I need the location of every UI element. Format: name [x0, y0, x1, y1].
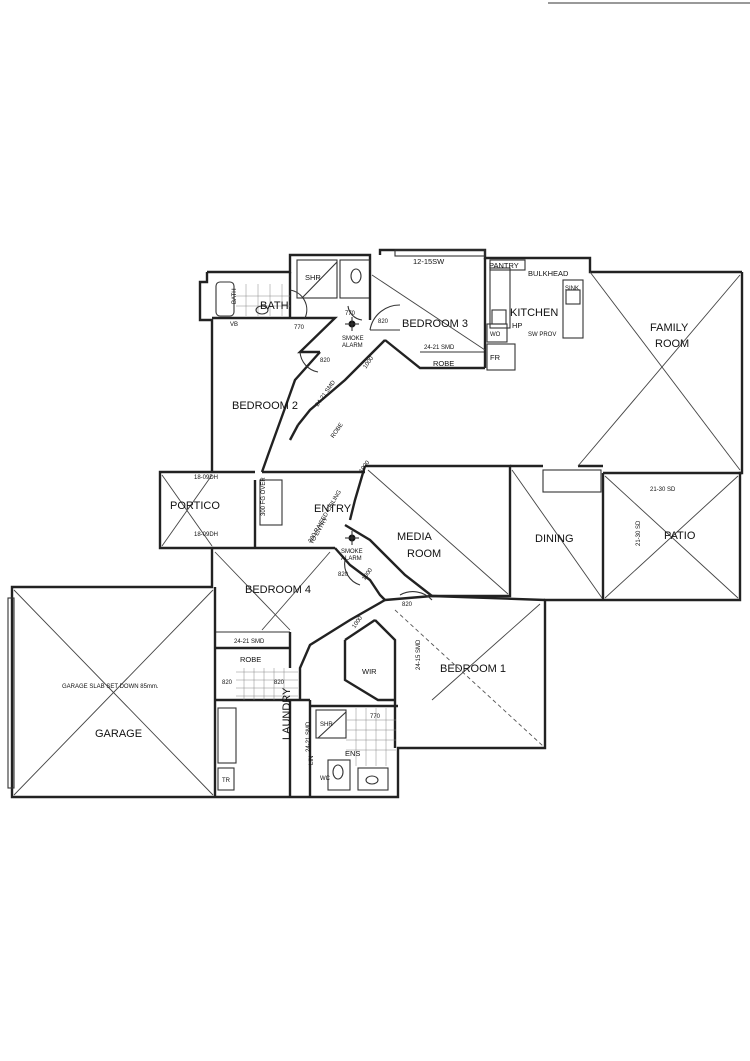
- hall-robe-label: ROBE: [330, 422, 345, 439]
- door-820-laundry-1: 820: [222, 680, 233, 686]
- smoke-alarm-1-text-1: SMOKE: [342, 336, 364, 342]
- tr-label: TR: [222, 778, 231, 784]
- room-diagonals: [13, 271, 741, 796]
- door-770-wc: 770: [345, 311, 356, 317]
- smoke-alarm-2-text-2: ALARM: [341, 556, 362, 562]
- hot-plate: [491, 309, 507, 325]
- smoke-alarm-icon: [345, 531, 359, 545]
- patio-label: PATIO: [664, 530, 696, 542]
- ens-toilet: [332, 764, 344, 780]
- hp-label: HP: [512, 321, 522, 330]
- door-770-bath: 770: [294, 325, 305, 331]
- door-1000-hall: 1000: [363, 355, 376, 370]
- ens-basin: [365, 775, 379, 785]
- b3-robe-door-label: 24-21 SMD: [424, 345, 455, 351]
- bulkhead-label: BULKHEAD: [528, 269, 569, 278]
- smoke-alarm-icon: [345, 317, 359, 331]
- pantry-label: PANTRY: [489, 261, 519, 270]
- media-room-label-2: ROOM: [407, 548, 441, 560]
- top-window: [394, 249, 486, 257]
- bath-tub-label: BATH: [232, 288, 238, 304]
- interior-walls: [212, 258, 603, 797]
- wir-door-label: 24-15 SMD: [416, 639, 422, 670]
- bedroom1-label: BEDROOM 1: [440, 663, 506, 675]
- b4-robe-door-label: 24-21 SMD: [234, 639, 265, 645]
- garage-door: [7, 597, 15, 789]
- kitchen-label: KITCHEN: [510, 307, 558, 319]
- smoke-alarm-2-text-1: SMOKE: [341, 549, 363, 555]
- top-window-label: 12-15SW: [413, 257, 445, 266]
- garage-slab-note: GARAGE SLAB SET DOWN 85mm.: [62, 684, 159, 690]
- bath-label: BATH: [260, 300, 289, 312]
- door-820-b2: 820: [320, 358, 331, 364]
- entry-label: ENTRY: [314, 503, 352, 515]
- bedroom2-label: BEDROOM 2: [232, 400, 298, 412]
- wir-label: WIR: [362, 667, 377, 676]
- dining-label: DINING: [535, 533, 574, 545]
- bath-tub: [215, 281, 235, 317]
- sink-label: SINK: [565, 286, 579, 292]
- door-820-b1: 820: [402, 602, 413, 608]
- door-1000-b4: 1000: [361, 567, 374, 582]
- door-swings: [289, 289, 433, 601]
- hall-robe-door-label: 24-21 SMD: [315, 379, 338, 408]
- door-820-laundry-2: 820: [274, 680, 285, 686]
- family-room-label-2: ROOM: [655, 338, 689, 350]
- door-820-b3: 820: [378, 319, 389, 325]
- wc-toilet: [350, 268, 362, 284]
- tile-grid-ens: [346, 708, 396, 766]
- fg-over-label: 300 FG OVER: [261, 477, 267, 516]
- portico-window-bottom: 18-09DH: [194, 532, 218, 538]
- portico-label: PORTICO: [170, 500, 220, 512]
- vanity-basin: [255, 305, 269, 315]
- wc-label: WC: [320, 776, 331, 782]
- vanity-label: VB: [230, 322, 238, 328]
- door-820-b4: 820: [338, 572, 349, 578]
- bedroom4-label: BEDROOM 4: [245, 584, 311, 596]
- portico-window-top: 18-09DH: [194, 475, 218, 481]
- wo-label: WO: [490, 332, 501, 338]
- garage-label: GARAGE: [95, 728, 142, 740]
- laundry-door-label: 24-21 SMD: [306, 721, 312, 752]
- b4-robe-label: ROBE: [240, 655, 261, 664]
- bedroom3-label: BEDROOM 3: [402, 318, 468, 330]
- ens-label: ENS: [345, 749, 360, 758]
- tile-grid-laundry: [236, 668, 298, 700]
- family-room-label-1: FAMILY: [650, 322, 689, 334]
- smoke-alarm-1-text-2: ALARM: [342, 343, 363, 349]
- shower-label: SHR: [305, 273, 321, 282]
- ens-shower-label: SHR: [320, 722, 333, 728]
- outer-walls: [10, 248, 744, 799]
- media-room-label-1: MEDIA: [397, 531, 433, 543]
- b3-robe-label: ROBE: [433, 359, 454, 368]
- patio-door-label: 21-30 SD: [650, 487, 676, 493]
- door-770-ens: 770: [370, 714, 381, 720]
- sw-prov-label: SW PROV: [528, 332, 556, 338]
- kitchen-sink: [565, 289, 581, 305]
- laundry-label: LAUNDRY: [281, 687, 293, 740]
- patio-door-label-2: 21-30 SD: [636, 520, 642, 546]
- fr-label: FR: [490, 353, 501, 362]
- linen-label: LIN: [309, 756, 315, 765]
